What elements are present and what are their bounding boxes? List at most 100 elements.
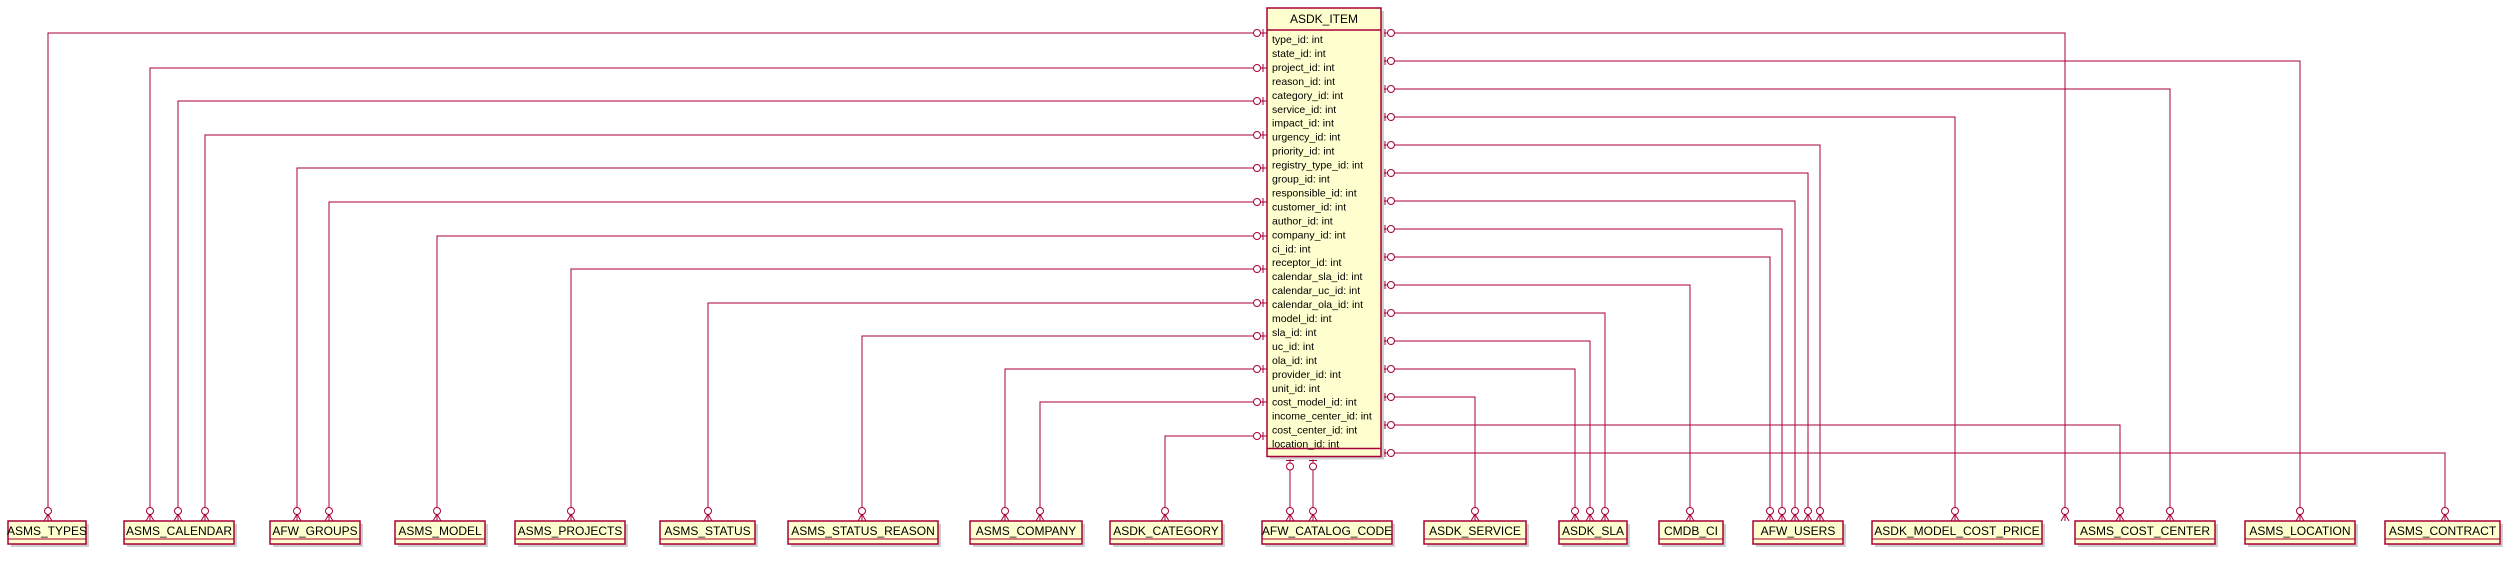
cardinality-circle xyxy=(2296,507,2304,515)
entity-asdk-category[interactable]: ASDK_CATEGORY xyxy=(1109,520,1225,547)
relation-service-id-int-5 xyxy=(1381,85,2175,522)
cardinality-circle xyxy=(567,507,575,515)
cardinality-circle xyxy=(1816,507,1824,515)
cardinality-circle xyxy=(1253,299,1261,307)
entity-asdk-service[interactable]: ASDK_SERVICE xyxy=(1423,520,1529,547)
entity-name: AFW_USERS xyxy=(1761,524,1836,538)
relation-receptor-id-int-16 xyxy=(703,299,1267,522)
entity-asdk-sla[interactable]: ASDK_SLA xyxy=(1558,520,1630,547)
entity-name: ASMS_PROJECTS xyxy=(518,524,623,538)
field-ci-id: ci_id: int xyxy=(1272,243,1311,255)
entity-cmdb-ci[interactable]: CMDB_CI xyxy=(1658,520,1726,547)
relation-location-id-int-29 xyxy=(1308,456,1318,522)
cardinality-circle xyxy=(1387,393,1395,401)
field-impact-id: impact_id: int xyxy=(1272,118,1334,130)
cardinality-circle xyxy=(1253,432,1261,440)
relation-line xyxy=(1381,172,1809,521)
relation-line xyxy=(204,134,1267,521)
cardinality-circle xyxy=(1309,462,1317,471)
relation-line xyxy=(1381,312,1606,521)
cardinality-circle xyxy=(1253,332,1261,340)
entity-box xyxy=(7,520,87,545)
field-registry-type-id: registry_type_id: int xyxy=(1272,160,1363,172)
entity-name: CMDB_CI xyxy=(1664,524,1718,538)
cardinality-circle xyxy=(1253,232,1261,240)
entity-name: AFW_CATALOG_CODE xyxy=(1262,524,1392,538)
field-service-id: service_id: int xyxy=(1272,104,1336,116)
entity-afw-users[interactable]: AFW_USERS xyxy=(1752,520,1846,547)
entity-asms-company[interactable]: ASMS_COMPANY xyxy=(969,520,1085,547)
entity-asms-contract[interactable]: ASMS_CONTRACT xyxy=(2384,520,2503,547)
cardinality-circle xyxy=(1253,164,1261,172)
cardinality-circle xyxy=(1387,197,1395,205)
entity-asms-cost-center[interactable]: ASMS_COST_CENTER xyxy=(2074,520,2218,547)
relation-responsible-id-int-11 xyxy=(1381,169,1813,522)
field-type-id: type_id: int xyxy=(1272,34,1323,46)
entity-box xyxy=(659,520,756,545)
cardinality-circle xyxy=(1387,253,1395,261)
entity-box xyxy=(269,520,361,545)
field-receptor-id: receptor_id: int xyxy=(1272,257,1342,269)
cardinality-circle xyxy=(1387,365,1395,373)
cardinality-circle xyxy=(1387,421,1395,429)
entity-asms-model[interactable]: ASMS_MODEL xyxy=(394,520,488,547)
relation-uc-id-int-22 xyxy=(1035,398,1267,522)
field-state-id: state_id: int xyxy=(1272,48,1326,60)
entity-asms-location[interactable]: ASMS_LOCATION xyxy=(2244,520,2358,547)
relation-line xyxy=(177,100,1267,521)
relation-category-id-int-4 xyxy=(173,97,1267,522)
relation-line xyxy=(1381,228,1783,521)
entity-box xyxy=(1558,520,1628,545)
relation-asms-contract-30 xyxy=(1381,449,2450,522)
entity-asms-calendar[interactable]: ASMS_CALENDAR xyxy=(123,520,237,547)
entity-asdk-model-cost-price[interactable]: ASDK_MODEL_COST_PRICE xyxy=(1871,520,2045,547)
relation-reason-id-int-3 xyxy=(1381,57,2305,522)
cardinality-circle xyxy=(325,507,333,515)
entity-name: ASDK_ITEM xyxy=(1290,12,1358,26)
entity-name: ASDK_CATEGORY xyxy=(1113,524,1219,538)
entity-box xyxy=(2244,520,2356,545)
relation-line xyxy=(1004,368,1267,521)
cardinality-circle xyxy=(146,507,154,515)
entity-box xyxy=(1752,520,1844,545)
field-location-id: location_id: int xyxy=(1272,439,1339,451)
cardinality-circle xyxy=(2116,507,2124,515)
relation-registry-type-id-int-9 xyxy=(1381,141,1825,522)
cardinality-circle xyxy=(1387,337,1395,345)
entity-name: ASMS_LOCATION xyxy=(2249,524,2350,538)
cardinality-circle xyxy=(1387,169,1395,177)
field-uc-id: uc_id: int xyxy=(1272,341,1314,353)
relation-unit-id-int-25 xyxy=(1381,365,1580,522)
field-calendar-sla-id: calendar_sla_id: int xyxy=(1272,271,1363,283)
relation-state-id-int-1 xyxy=(1381,29,2070,522)
relation-line xyxy=(1381,88,2171,521)
relation-line xyxy=(707,302,1267,521)
entity-box xyxy=(2074,520,2216,545)
entity-asms-types[interactable]: ASMS_TYPES xyxy=(7,520,89,547)
cardinality-circle xyxy=(1253,131,1261,139)
entity-box xyxy=(1109,520,1223,545)
cardinality-circle xyxy=(1686,507,1694,515)
cardinality-circle xyxy=(1036,507,1044,515)
cardinality-circle xyxy=(1387,113,1395,121)
field-income-center-id: income_center_id: int xyxy=(1272,411,1372,423)
relation-calendar-ola-id-int-19 xyxy=(1381,281,1695,522)
cardinality-circle xyxy=(1161,507,1169,515)
entity-box xyxy=(1871,520,2043,545)
entity-asms-projects[interactable]: ASMS_PROJECTS xyxy=(514,520,628,547)
cardinality-circle xyxy=(1387,309,1395,317)
relation-author-id-int-13 xyxy=(1381,197,1800,522)
field-provider-id: provider_id: int xyxy=(1272,369,1341,381)
entity-asms-status[interactable]: ASMS_STATUS xyxy=(659,520,758,547)
cardinality-circle xyxy=(1471,507,1479,515)
cardinality-circle xyxy=(1387,449,1395,457)
cardinality-circle xyxy=(1286,462,1294,471)
entity-box xyxy=(394,520,486,545)
entity-afw-groups[interactable]: AFW_GROUPS xyxy=(269,520,363,547)
cardinality-circle xyxy=(2166,507,2174,515)
relation-line xyxy=(1381,284,1691,521)
entity-asms-status-reason[interactable]: ASMS_STATUS_REASON xyxy=(787,520,941,547)
entity-afw-catalog-code[interactable]: AFW_CATALOG_CODE xyxy=(1261,520,1395,547)
